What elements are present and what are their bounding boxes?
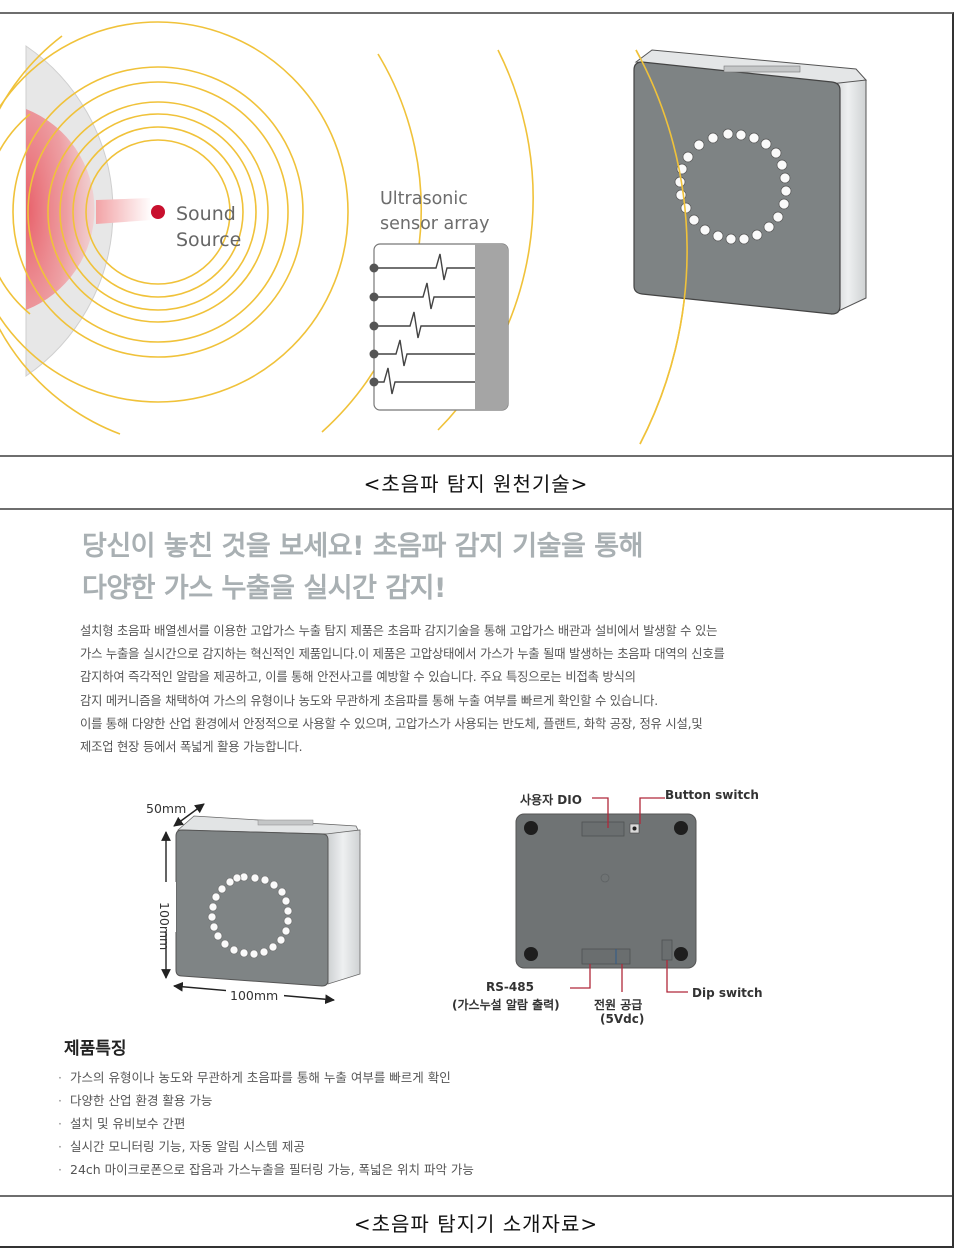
row-divider	[0, 508, 952, 510]
figure2-caption: <초음파 탐지기 소개자료>	[353, 1212, 599, 1236]
svg-text:sensor array: sensor array	[380, 214, 489, 234]
feature-item: ·24ch 마이크로폰으로 잡음과 가스누출을 필터링 가능, 폭넓은 위치 파…	[58, 1162, 474, 1177]
device-rear-view	[515, 797, 697, 993]
button-switch-label: Button switch	[665, 788, 759, 802]
dip-switch	[661, 939, 673, 961]
width-dimension-label: 100mm	[230, 988, 279, 1003]
sensor-array-label: Ultrasonic	[380, 189, 468, 209]
callout-lines	[570, 797, 688, 993]
depth-dimension-label: 50mm	[146, 801, 187, 816]
microphone-holes	[207, 872, 293, 959]
ultrasonic-principle-diagram: Sound Source Ultrasonic sensor array	[0, 21, 867, 445]
feature-item: ·다양한 산업 환경 활용 가능	[58, 1093, 213, 1108]
row-divider	[0, 455, 952, 457]
rs485-power-connector	[581, 948, 631, 965]
device-dimension-drawing	[156, 803, 361, 1005]
svg-text:Source: Source	[176, 229, 241, 251]
rs485-sub-label: (가스누설 알람 출력)	[452, 998, 560, 1012]
mounting-holes	[524, 821, 688, 961]
user-dio-label: 사용자 DIO	[520, 793, 582, 807]
feature-item: ·가스의 유형이나 농도와 무관하게 초음파를 통해 누출 여부를 빠르게 확인	[58, 1070, 451, 1085]
sound-source-label: Sound	[176, 203, 236, 225]
sensor-array-diagram	[369, 243, 509, 411]
document-table: Sound Source Ultrasonic sensor array	[0, 12, 954, 1248]
sound-source-dot	[151, 205, 165, 219]
product-description: 설치형 초음파 배열센서를 이용한 고압가스 누출 탐지 제품은 초음파 감지기…	[80, 624, 725, 755]
sound-waves	[0, 21, 349, 435]
device-render-front	[633, 49, 867, 445]
microphone-holes	[674, 128, 792, 245]
features-list: ·가스의 유형이나 농도와 무관하게 초음파를 통해 누출 여부를 빠르게 확인…	[58, 1066, 474, 1181]
feature-item: ·실시간 모니터링 기능, 자동 알림 시스템 제공	[58, 1139, 305, 1154]
headline-line-2: 다양한 가스 누출을 실시간 감지!	[82, 573, 446, 604]
dip-switch-label: Dip switch	[692, 986, 763, 1000]
rs485-label: RS-485	[486, 980, 534, 994]
row-divider	[0, 1195, 952, 1197]
power-label: 전원 공급	[594, 998, 643, 1012]
figure-product-intro: 당신이 놓친 것을 보세요! 초음파 감지 기술을 통해 다양한 가스 누출을 …	[0, 510, 952, 1195]
power-sub-label: (5Vdc)	[600, 1012, 645, 1026]
height-dimension-label: 100mm	[157, 902, 172, 951]
figure-ultrasonic-principle: Sound Source Ultrasonic sensor array	[0, 14, 952, 455]
features-title: 제품특징	[64, 1039, 127, 1059]
figure1-caption: <초음파 탐지 원천기술>	[363, 472, 589, 496]
feature-item: ·설치 및 유비보수 간편	[58, 1116, 186, 1131]
headline-line-1: 당신이 놓친 것을 보세요! 초음파 감지 기술을 통해	[82, 531, 643, 562]
user-dio-connector	[581, 821, 625, 837]
